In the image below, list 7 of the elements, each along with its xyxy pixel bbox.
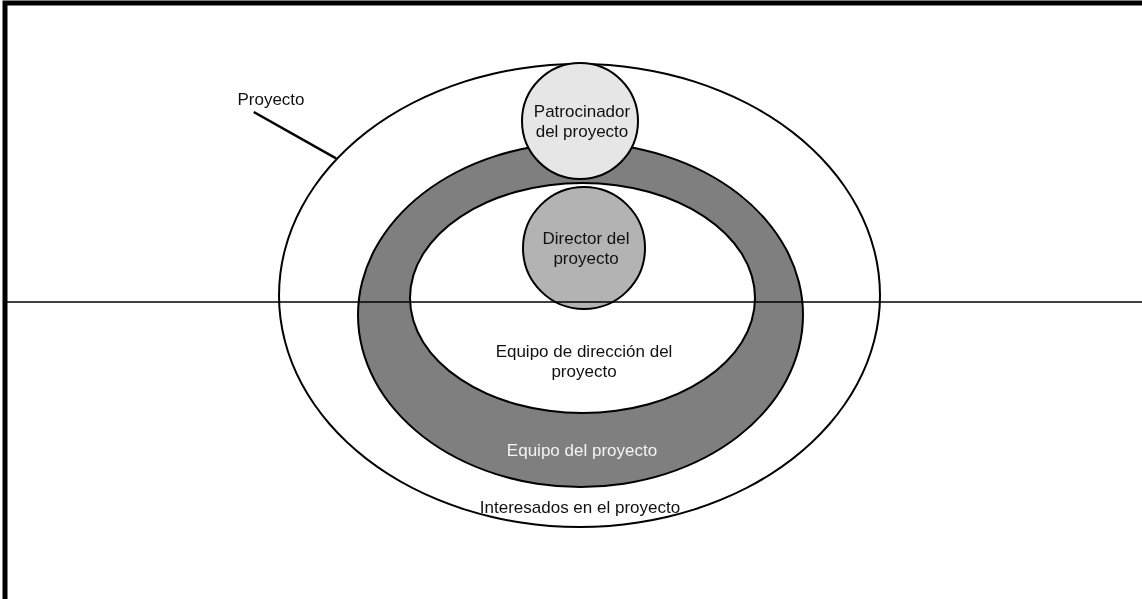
region-label: Equipo de dirección del proyecto [494,342,674,382]
region-label: Interesados en el proyecto [478,498,682,518]
circle-label: Patrocinador del proyecto [532,102,632,142]
circle-label: Director del proyecto [541,229,631,269]
part-label: Proyecto [236,90,306,110]
leader-line [253,110,337,160]
region-label: Equipo del proyecto [505,441,659,461]
